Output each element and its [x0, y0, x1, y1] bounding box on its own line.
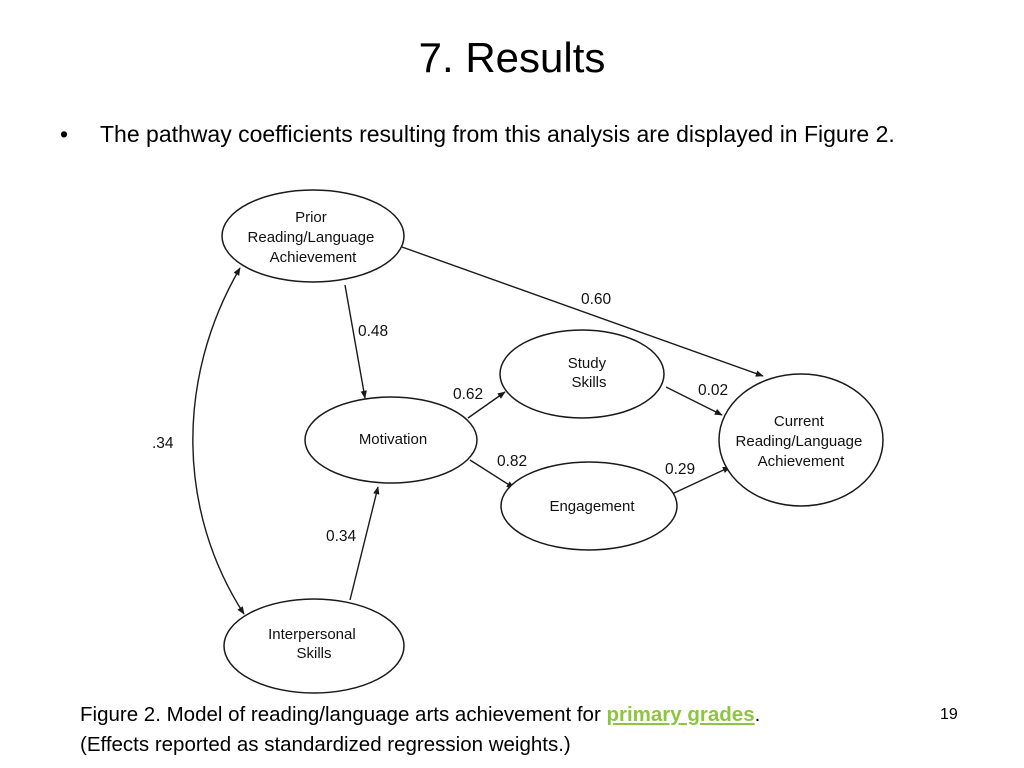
node-engagement-label-line: Engagement [549, 498, 635, 515]
caption-text: Figure 2. Model of reading/language arts… [80, 703, 607, 726]
node-interpersonal-label-line: Interpersonal [268, 626, 356, 643]
bullet-marker: • [60, 121, 69, 147]
node-prior-label-line: Reading/Language [248, 229, 375, 246]
coef-interpersonal-motivation: 0.34 [326, 528, 357, 545]
arrow-prior-to-current [401, 246, 764, 377]
coef-prior-current: 0.60 [581, 291, 612, 308]
coef-prior-motivation: 0.48 [358, 323, 388, 340]
coef-study-current: 0.02 [698, 382, 728, 399]
arrow-motivation-to-study [467, 391, 506, 419]
arrow-interpersonal-to-motivation [349, 486, 380, 601]
caption-highlight-primary-grades: primary grades [606, 703, 755, 726]
figure-caption: Figure 2. Model of reading/language arts… [80, 700, 980, 760]
node-current-achievement [718, 373, 884, 507]
node-prior-label-line: Prior [295, 209, 327, 226]
coef-prior-interpersonal: .34 [152, 435, 174, 452]
node-prior-achievement [221, 189, 405, 283]
node-study-label-line: Skills [571, 374, 606, 391]
arrow-engagement-to-current [671, 466, 731, 495]
page-number: 19 [940, 706, 958, 723]
coef-engagement-current: 0.29 [665, 461, 695, 478]
node-current-label-line: Current [774, 413, 825, 430]
arrow-prior-to-motivation [344, 284, 367, 399]
arrow-study-to-current [665, 386, 723, 416]
node-current-label-line: Achievement [758, 453, 846, 470]
node-interpersonal-label: Interpersonal Skills [268, 626, 360, 662]
node-study-label-line: Study [568, 355, 607, 372]
node-current-label-line: Reading/Language [736, 433, 863, 450]
coef-motivation-engagement: 0.82 [497, 453, 527, 470]
node-interpersonal-label-line: Skills [296, 645, 331, 662]
node-study-skills [499, 329, 665, 419]
arrow-prior-interpersonal-bidirectional [192, 267, 245, 615]
coef-motivation-study: 0.62 [453, 386, 483, 403]
node-motivation [304, 396, 478, 484]
arrow-motivation-to-engagement [469, 459, 515, 489]
node-study-label: Study Skills [568, 355, 611, 391]
slide-title: 7. Results [418, 34, 606, 81]
node-engagement [500, 461, 678, 551]
node-prior-label: Prior Reading/Language Achievement [248, 209, 379, 266]
node-prior-label-line: Achievement [270, 249, 358, 266]
node-interpersonal-skills [223, 598, 405, 694]
bullet-text: The pathway coefficients resulting from … [100, 121, 895, 147]
caption-note: (Effects reported as standardized regres… [80, 733, 571, 756]
node-motivation-label: Motivation [359, 431, 427, 448]
caption-period: . [754, 703, 761, 726]
node-motivation-label-line: Motivation [359, 431, 427, 448]
node-current-label: Current Reading/Language Achievement [736, 413, 867, 470]
node-engagement-label: Engagement [549, 498, 635, 515]
